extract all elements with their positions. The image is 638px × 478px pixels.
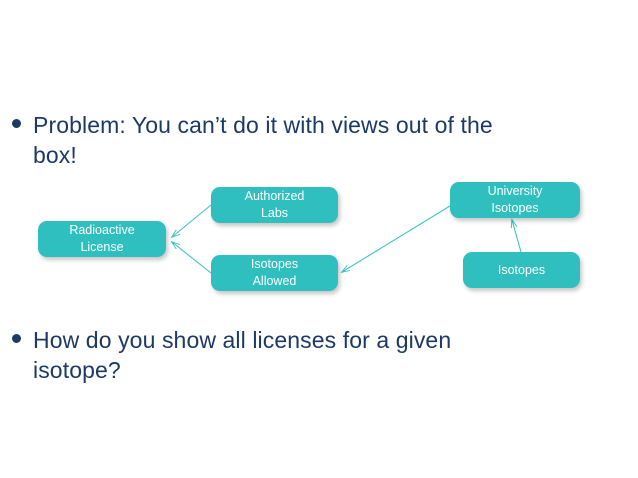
connector-authorized-labs-to-radioactive-license <box>172 204 212 237</box>
diagram-node-university-isotopes[interactable]: University Isotopes <box>450 182 580 218</box>
connector-university-isotopes-to-isotopes-allowed <box>342 205 451 272</box>
bullet-item-question: How do you show all licenses for a given… <box>12 325 542 385</box>
bullet-text-problem: Problem: You can’t do it with views out … <box>33 112 493 168</box>
bullet-text-question: How do you show all licenses for a given… <box>33 327 452 383</box>
diagram-node-radioactive-license[interactable]: Radioactive License <box>38 221 166 257</box>
bullet-dot-icon <box>12 334 21 343</box>
connector-isotopes-allowed-to-radioactive-license <box>172 242 212 274</box>
diagram-node-authorized-labs[interactable]: Authorized Labs <box>211 187 338 223</box>
diagram-node-isotopes[interactable]: Isotopes <box>463 252 580 288</box>
bullet-item-problem: Problem: You can’t do it with views out … <box>12 110 572 170</box>
bullet-dot-icon <box>12 119 21 128</box>
connector-isotopes-to-university-isotopes <box>512 220 522 253</box>
diagram-node-isotopes-allowed[interactable]: Isotopes Allowed <box>211 255 338 291</box>
